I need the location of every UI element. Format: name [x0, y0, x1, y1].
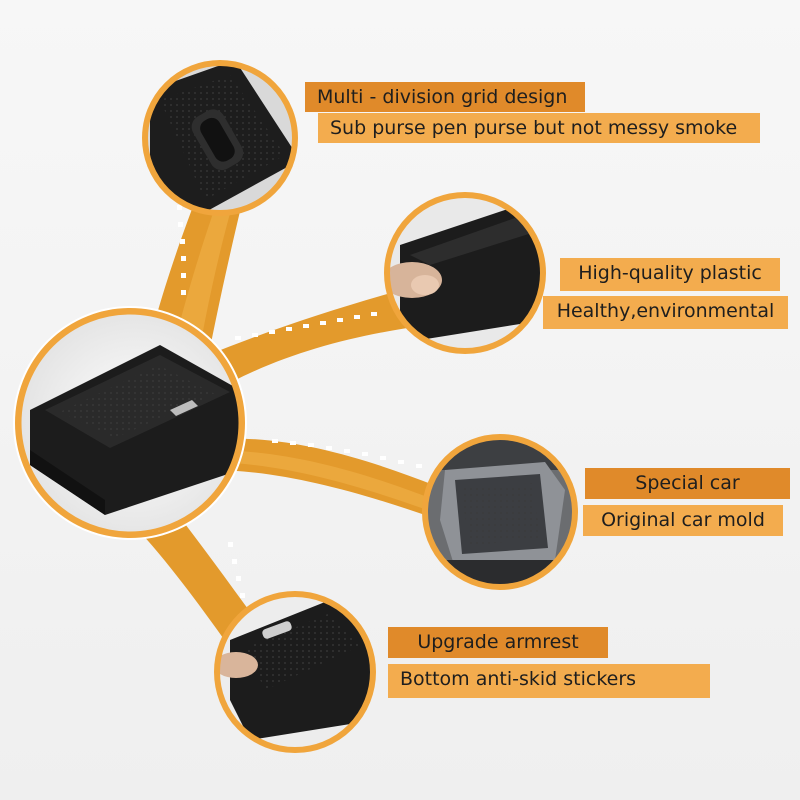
- dotted-connector-lines: [175, 188, 422, 598]
- feature-description-armrest: Bottom anti-skid stickers: [388, 664, 710, 698]
- feature-title-special-car: Special car: [585, 468, 790, 499]
- feature-description-plastic: Healthy,environmental: [543, 296, 788, 329]
- car-interior-photo: [425, 437, 575, 587]
- plastic-photo: [387, 195, 543, 351]
- grid-design-photo: [145, 63, 295, 213]
- feature-title-armrest: Upgrade armrest: [388, 627, 608, 658]
- armrest-photo: [217, 594, 373, 750]
- main-product-photo: [18, 311, 242, 535]
- feature-description-special-car: Original car mold: [583, 505, 783, 536]
- feature-description-grid-design: Sub purse pen purse but not messy smoke: [318, 113, 760, 143]
- feature-title-plastic: High-quality plastic: [560, 258, 780, 291]
- feature-title-grid-design: Multi - division grid design: [305, 82, 585, 112]
